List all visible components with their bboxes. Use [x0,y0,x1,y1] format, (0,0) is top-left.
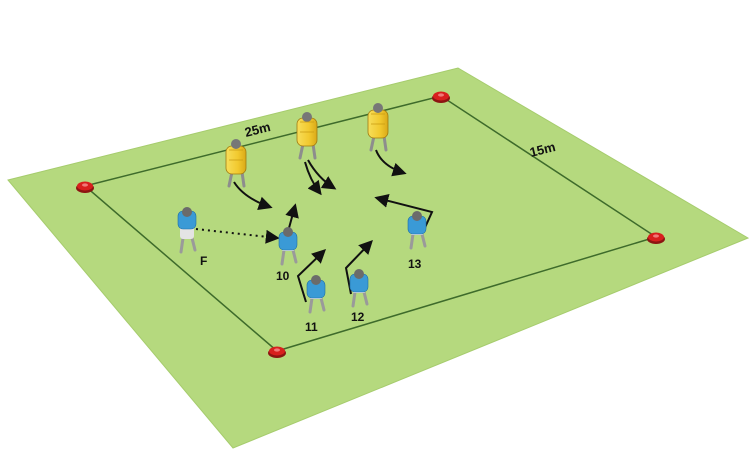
player-label-12: 12 [351,310,365,324]
tackle-pad-2 [296,112,318,160]
width-label: 15m [528,139,557,160]
length-label: 25m [243,119,272,140]
player-label-f: F [200,254,207,268]
arrow-pad2-left [304,161,322,196]
arrow-10-run [285,203,299,229]
cone-top-right [432,91,450,103]
arrow-pad3-run [375,149,407,177]
tackle-pad-3 [367,103,389,152]
cone-top-left [76,181,94,193]
player-10 [278,227,298,266]
arrow-pad2-right [307,159,337,190]
player-label-13: 13 [408,257,422,271]
arrow-pad1-run [233,181,273,210]
arrow-11-run [296,249,327,303]
arrow-12-run [344,239,373,295]
player-11 [306,275,326,314]
player-12 [349,269,369,308]
player-13 [407,211,427,250]
player-f [177,207,197,254]
grass-field [7,67,750,449]
player-label-10: 10 [276,269,290,283]
tackle-pad-1 [225,139,247,188]
cone-bottom-left [268,346,286,358]
pass-line-f-to-10 [195,228,280,244]
player-label-11: 11 [305,320,318,334]
cone-bottom-right [647,232,665,244]
